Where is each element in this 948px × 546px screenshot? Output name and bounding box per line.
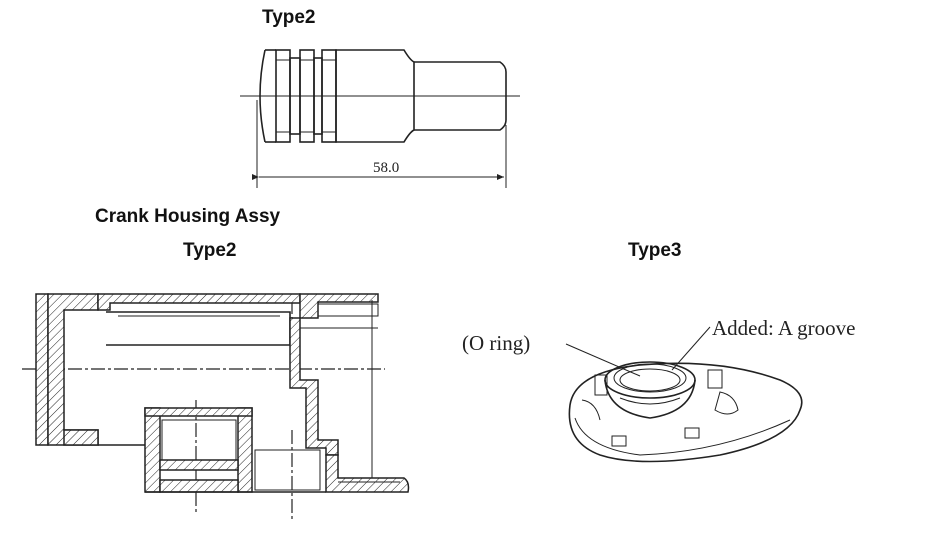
o-ring-leader [565,343,641,377]
crank-housing-subtitle: Type2 [183,240,237,261]
type3-drawing: Type3 (O ring) Added: A groove [462,240,855,463]
dimension-value: 58.0 [373,160,399,176]
shaft-tip [414,61,507,131]
groove-label: Added: A groove [712,316,855,340]
crank-housing-title: Crank Housing Assy [95,206,281,227]
type3-title: Type3 [628,240,682,261]
raised-ring [604,361,696,399]
shaft-drawing: Type2 58.0 [240,7,520,188]
shaft-left-end [259,49,266,143]
crank-housing-drawing: Crank Housing Assy Type2 [22,206,410,520]
o-ring-label: (O ring) [462,331,530,355]
shaft-title: Type2 [262,7,316,28]
